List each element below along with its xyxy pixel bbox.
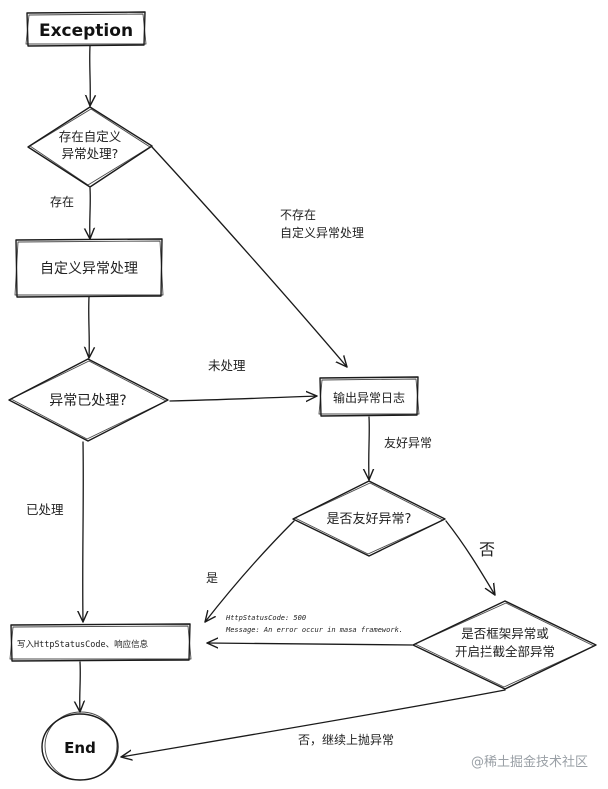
label-not-exists-2: 自定义异常处理 xyxy=(280,225,364,240)
friendly-check-node: 是否友好异常? xyxy=(292,480,446,557)
edge-no-rethrow xyxy=(121,689,506,757)
friendly-check-label: 是否友好异常? xyxy=(327,511,412,527)
custom-check-label-2: 异常处理? xyxy=(62,146,119,161)
label-friendly: 友好异常 xyxy=(384,436,432,450)
edge-not-exists xyxy=(151,146,347,367)
edge-write-to-end xyxy=(80,661,81,712)
framework-check-node: 是否框架异常或 开启拦截全部异常 xyxy=(412,600,597,690)
label-not-handled: 未处理 xyxy=(208,358,246,373)
handled-check-label: 异常已处理? xyxy=(49,393,126,409)
custom-handler-label: 自定义异常处理 xyxy=(40,261,138,277)
edge-not-handled xyxy=(169,396,317,401)
custom-check-label-1: 存在自定义 xyxy=(59,129,122,144)
write-response-label: 写入HttpStatusCode、响应信息 xyxy=(17,639,149,650)
label-not-exists-1: 不存在 xyxy=(280,208,316,222)
end-label: End xyxy=(64,739,96,757)
label-no: 否 xyxy=(479,540,495,559)
handled-check-node: 异常已处理? xyxy=(8,358,169,442)
custom-handler-node: 自定义异常处理 xyxy=(14,238,164,298)
edge-yes xyxy=(205,520,295,622)
end-node: End xyxy=(41,711,119,781)
label-status-code: HttpStatusCode: 500 xyxy=(225,614,306,622)
log-label: 输出异常日志 xyxy=(333,390,405,405)
label-yes: 是 xyxy=(206,571,218,585)
edge-friendly xyxy=(369,416,370,480)
framework-check-label-2: 开启拦截全部异常 xyxy=(455,644,555,659)
exception-label: Exception xyxy=(39,21,133,41)
label-exists: 存在 xyxy=(50,195,74,209)
edge-exists xyxy=(90,187,91,239)
label-handled: 已处理 xyxy=(26,502,64,517)
edge-handled xyxy=(83,441,84,622)
edge-no xyxy=(445,520,495,595)
framework-check-label-1: 是否框架异常或 xyxy=(461,626,549,641)
log-node: 输出异常日志 xyxy=(318,376,420,417)
custom-check-node: 存在自定义 异常处理? xyxy=(27,106,153,188)
watermark: @稀土掘金技术社区 xyxy=(471,754,588,770)
exception-node: Exception xyxy=(25,11,147,47)
label-message: Message: An error occur in masa framewor… xyxy=(225,626,403,634)
write-response-node: 写入HttpStatusCode、响应信息 xyxy=(9,623,192,662)
edge-exception-to-check xyxy=(90,45,91,106)
edge-to-write xyxy=(207,643,413,645)
edge-handler-to-handled xyxy=(89,296,90,358)
label-no-rethrow: 否，继续上抛异常 xyxy=(298,732,394,747)
